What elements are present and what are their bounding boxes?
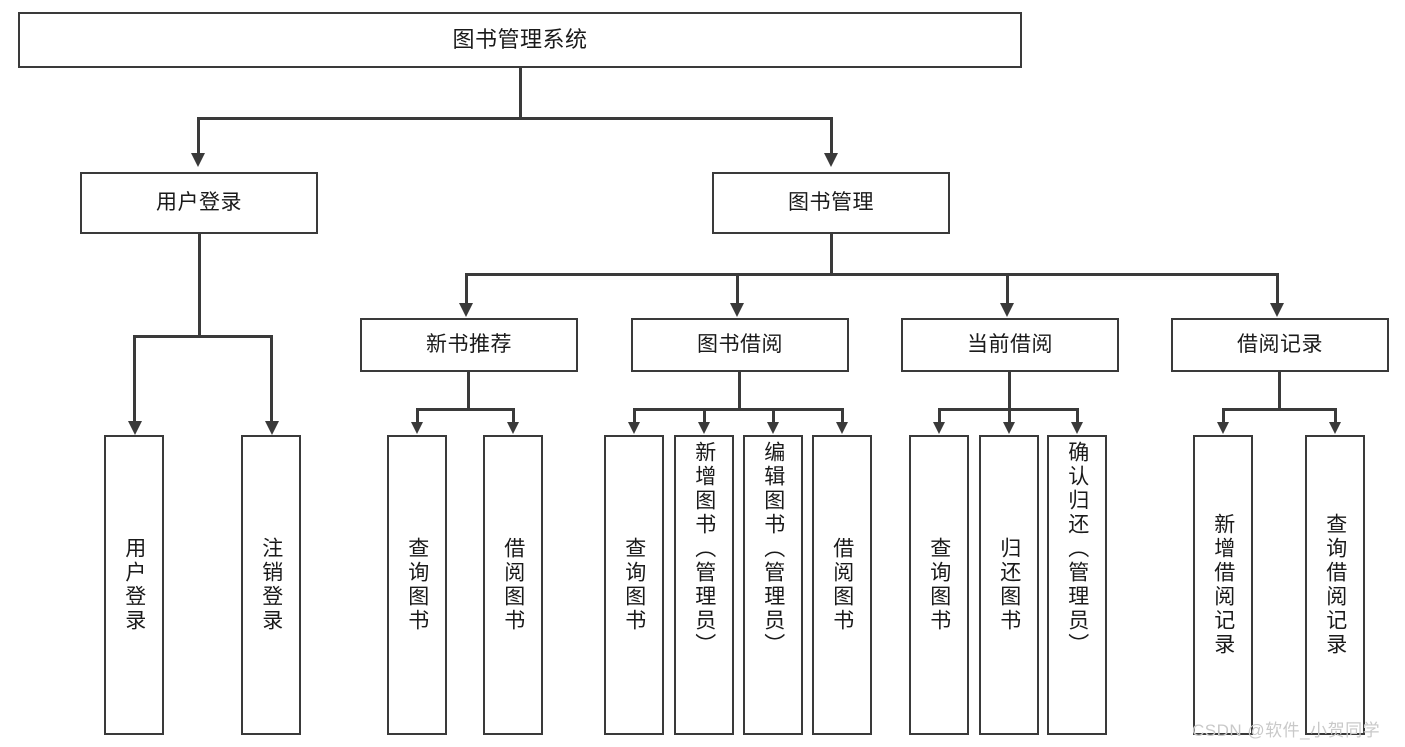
arrowhead-nb-leaf2 [507, 422, 519, 434]
connector-user-login-bus [133, 335, 271, 338]
leaf-cb-confirm-return-admin[interactable]: 确认归还（管理员） [1047, 435, 1107, 735]
leaf-br-add-record[interactable]: 新增借阅记录 [1193, 435, 1253, 735]
leaf-bw-query-books[interactable]: 查询图书 [604, 435, 664, 735]
arrowhead-cb-leaf2 [1003, 422, 1015, 434]
arrowhead-cb-leaf3 [1071, 422, 1083, 434]
node-current-borrow[interactable]: 当前借阅 [901, 318, 1119, 372]
connector-book-mgmt-bus [465, 273, 1279, 276]
connector-user-login-leaf1 [133, 335, 136, 423]
connector-new-books-leaf2 [512, 408, 515, 422]
arrowhead-new-books [459, 303, 473, 317]
arrowhead-bw-leaf1 [628, 422, 640, 434]
leaf-bw-edit-book-admin[interactable]: 编辑图书（管理员） [743, 435, 803, 735]
leaf-logout-label: 注销登录 [259, 537, 283, 633]
connector-borrow-leaf3 [772, 408, 775, 422]
connector-current-leaf1 [938, 408, 941, 422]
leaf-bw-borrow-books-label: 借阅图书 [830, 537, 854, 633]
connector-new-books-bus [416, 408, 515, 411]
node-user-login[interactable]: 用户登录 [80, 172, 318, 234]
leaf-bw-add-book-admin[interactable]: 新增图书（管理员） [674, 435, 734, 735]
leaf-nb-borrow-books[interactable]: 借阅图书 [483, 435, 543, 735]
leaf-nb-query-books-label: 查询图书 [405, 537, 429, 633]
connector-new-books-leaf1 [416, 408, 419, 422]
arrowhead-user-login [191, 153, 205, 167]
connector-to-records [1276, 273, 1279, 303]
leaf-cb-return-books[interactable]: 归还图书 [979, 435, 1039, 735]
connector-to-new-books [465, 273, 468, 303]
connector-records-stem [1278, 372, 1281, 408]
node-borrow-records[interactable]: 借阅记录 [1171, 318, 1389, 372]
connector-user-login-leaf2 [270, 335, 273, 423]
leaf-user-login-label: 用户登录 [122, 537, 146, 633]
connector-user-login-stem [198, 234, 201, 335]
leaf-bw-borrow-books[interactable]: 借阅图书 [812, 435, 872, 735]
connector-borrow-leaf1 [633, 408, 636, 422]
connector-root-stem [519, 68, 522, 117]
leaf-nb-borrow-books-label: 借阅图书 [501, 537, 525, 633]
connector-current-stem [1008, 372, 1011, 408]
connector-current-leaf2 [1008, 408, 1011, 422]
connector-records-bus [1222, 408, 1334, 411]
connector-records-leaf2 [1334, 408, 1337, 422]
leaf-bw-add-book-admin-label: 新增图书（管理员） [692, 441, 716, 657]
node-book-management[interactable]: 图书管理 [712, 172, 950, 234]
connector-borrow-stem [738, 372, 741, 408]
node-new-book-recommend[interactable]: 新书推荐 [360, 318, 578, 372]
connector-root-to-user-login [197, 117, 200, 153]
leaf-br-query-record[interactable]: 查询借阅记录 [1305, 435, 1365, 735]
arrowhead-br-leaf1 [1217, 422, 1229, 434]
node-root-system[interactable]: 图书管理系统 [18, 12, 1022, 68]
connector-borrow-bus [633, 408, 843, 411]
arrowhead-current [1000, 303, 1014, 317]
connector-book-mgmt-stem [830, 234, 833, 273]
arrowhead-leaf-logout [265, 421, 279, 435]
leaf-br-add-record-label: 新增借阅记录 [1211, 513, 1235, 657]
arrowhead-bw-leaf4 [836, 422, 848, 434]
leaf-nb-query-books[interactable]: 查询图书 [387, 435, 447, 735]
leaf-br-query-record-label: 查询借阅记录 [1323, 513, 1347, 657]
arrowhead-book-mgmt [824, 153, 838, 167]
arrowhead-borrow [730, 303, 744, 317]
connector-root-to-book-mgmt [830, 117, 833, 153]
arrowhead-bw-leaf2 [698, 422, 710, 434]
leaf-cb-query-books[interactable]: 查询图书 [909, 435, 969, 735]
connector-borrow-leaf4 [841, 408, 844, 422]
leaf-bw-query-books-label: 查询图书 [622, 537, 646, 633]
node-book-borrow[interactable]: 图书借阅 [631, 318, 849, 372]
leaf-user-login[interactable]: 用户登录 [104, 435, 164, 735]
csdn-watermark: CSDN @软件_小贺同学 [1192, 721, 1381, 740]
leaf-logout[interactable]: 注销登录 [241, 435, 301, 735]
leaf-cb-query-books-label: 查询图书 [927, 537, 951, 633]
connector-root-bus [197, 117, 833, 120]
arrowhead-nb-leaf1 [411, 422, 423, 434]
leaf-bw-edit-book-admin-label: 编辑图书（管理员） [761, 441, 785, 657]
arrowhead-cb-leaf1 [933, 422, 945, 434]
arrowhead-br-leaf2 [1329, 422, 1341, 434]
connector-borrow-leaf2 [703, 408, 706, 422]
connector-to-borrow [736, 273, 739, 303]
connector-records-leaf1 [1222, 408, 1225, 422]
leaf-cb-return-books-label: 归还图书 [997, 537, 1021, 633]
connector-new-books-stem [467, 372, 470, 408]
connector-current-leaf3 [1076, 408, 1079, 422]
connector-to-current [1006, 273, 1009, 303]
arrowhead-leaf-user-login [128, 421, 142, 435]
leaf-cb-confirm-return-admin-label: 确认归还（管理员） [1065, 441, 1089, 657]
arrowhead-records [1270, 303, 1284, 317]
arrowhead-bw-leaf3 [767, 422, 779, 434]
